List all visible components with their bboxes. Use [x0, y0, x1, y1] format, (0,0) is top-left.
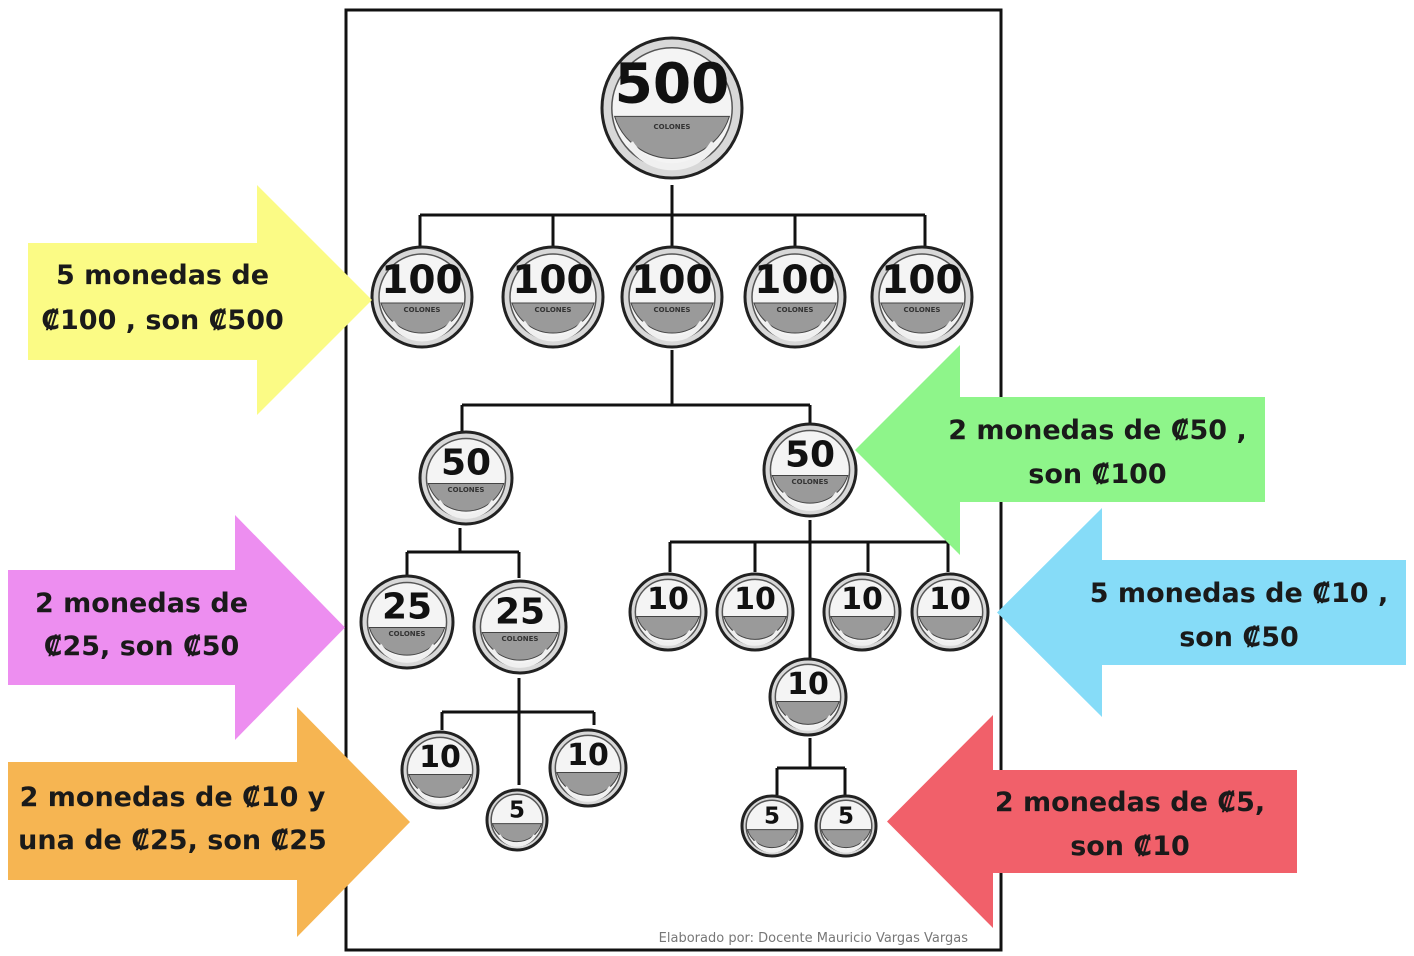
coin-5-18: 5	[740, 794, 804, 858]
arrow-10-and-5-coins: 2 monedas de ₡10 y una de ₡25, son ₡25	[8, 707, 410, 937]
coin-value-label: 5	[764, 804, 780, 830]
arrow-text-line2: son ₡50	[1179, 622, 1299, 653]
coin-value-label: 100	[631, 258, 712, 303]
coin-value-label: 10	[567, 738, 609, 773]
credit-text: Elaborado por: Docente Mauricio Vargas V…	[659, 931, 969, 946]
arrows: 5 monedas de ₡100 , son ₡500 2 monedas de …	[8, 185, 1406, 937]
arrow-text-line2: ₡100 , son ₡500	[41, 305, 284, 336]
coin-denomination-label: COLONES	[654, 306, 691, 314]
coin-value-label: 100	[881, 258, 962, 303]
coin-denomination-label: COLONES	[448, 486, 485, 494]
coin-value-label: 10	[841, 582, 883, 617]
coin-denomination-label: COLONES	[535, 306, 572, 314]
coin-value-label: 10	[419, 740, 461, 775]
coin-5-17: 5	[485, 788, 549, 852]
coin-denomination-label: COLONES	[792, 478, 829, 486]
coin-value-label: 100	[512, 258, 593, 303]
coin-value-label: 10	[647, 582, 689, 617]
arrow-text-line2: son ₡100	[1028, 459, 1166, 490]
arrow-5-coins: 2 monedas de ₡5, son ₡10	[887, 715, 1297, 928]
arrow-text-line1: 2 monedas de	[35, 588, 248, 619]
coin-10-14: 10	[768, 657, 848, 737]
coin-value-label: 5	[838, 804, 854, 830]
coin-value-label: 25	[382, 586, 432, 627]
coin-denomination-label: COLONES	[502, 635, 539, 643]
coin-value-label: 50	[441, 442, 491, 483]
arrow-text-line2: son ₡10	[1070, 831, 1190, 862]
arrow-text-line2: ₡25, son ₡50	[44, 631, 240, 662]
coins: 500COLONES100COLONES100COLONES100COLONES…	[359, 36, 990, 858]
coin-5-19: 5	[814, 794, 878, 858]
arrow-text-line1: 2 monedas de ₡50 ,	[948, 415, 1246, 446]
coin-value-label: 10	[929, 582, 971, 617]
coin-10-12: 10	[822, 572, 902, 652]
coin-denomination-label: COLONES	[389, 630, 426, 638]
arrow-50-coins: 2 monedas de ₡50 , son ₡100	[855, 345, 1265, 555]
coin-10-15: 10	[400, 730, 480, 810]
arrow-25-coins: 2 monedas de ₡25, son ₡50	[8, 515, 345, 740]
coin-10-16: 10	[548, 728, 628, 808]
coin-value-label: 100	[381, 258, 462, 303]
coin-value-label: 25	[495, 591, 545, 632]
coin-value-label: 10	[734, 582, 776, 617]
coin-denomination-label: COLONES	[654, 123, 691, 131]
arrow-text-line1: 5 monedas de	[56, 260, 269, 291]
coin-value-label: 5	[509, 798, 525, 824]
arrow-10-coins: 5 monedas de ₡10 , son ₡50	[997, 508, 1406, 717]
coin-10-11: 10	[715, 572, 795, 652]
coin-10-13: 10	[910, 572, 990, 652]
arrow-text-line1: 5 monedas de ₡10 ,	[1090, 578, 1388, 609]
coin-denomination-label: COLONES	[404, 306, 441, 314]
coin-value-label: 100	[754, 258, 835, 303]
coin-value-label: 500	[615, 51, 730, 115]
arrow-text-line1: 2 monedas de ₡10 y	[20, 782, 326, 813]
arrow-100-coins: 5 monedas de ₡100 , son ₡500	[28, 185, 372, 415]
arrow-text-line1: 2 monedas de ₡5,	[995, 787, 1265, 818]
arrow-text-line2: una de ₡25, son ₡25	[18, 825, 327, 856]
coin-value-label: 50	[785, 434, 835, 475]
coin-value-label: 10	[787, 667, 829, 702]
coin-denomination-label: COLONES	[904, 306, 941, 314]
coin-10-10: 10	[628, 572, 708, 652]
tree-connectors	[405, 185, 950, 795]
coin-denomination-label: COLONES	[777, 306, 814, 314]
